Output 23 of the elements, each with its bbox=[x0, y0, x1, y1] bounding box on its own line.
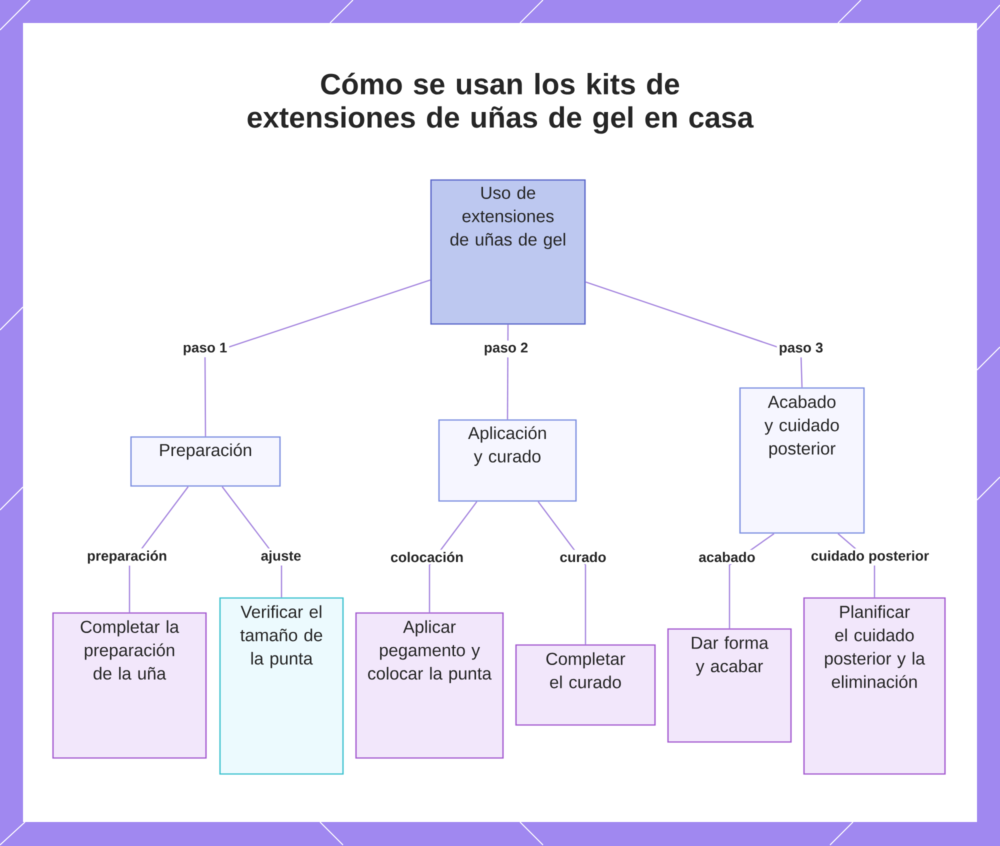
process-box: Aplicación y curado bbox=[438, 419, 577, 502]
edge-label: paso 1 bbox=[180, 340, 230, 358]
edge-label: paso 3 bbox=[776, 340, 826, 358]
process-box: Aplicar pegamento y colocar la punta bbox=[355, 612, 504, 759]
edge-label: cuidado posterior bbox=[808, 548, 932, 566]
edge-label: colocación bbox=[388, 550, 466, 564]
process-box: Planificar el cuidado posterior y la eliminación bbox=[803, 597, 946, 775]
connector-line bbox=[538, 501, 586, 644]
process-box: Verificar el tamaño de la punta bbox=[219, 597, 344, 775]
edge-label: ajuste bbox=[258, 548, 304, 566]
connector-line bbox=[585, 281, 803, 388]
edge-label: acabado bbox=[696, 550, 758, 564]
process-box: Uso de extensiones de uñas de gel bbox=[430, 179, 586, 325]
process-box: Acabado y cuidado posterior bbox=[739, 387, 865, 534]
title: Cómo se usan los kits de extensiones de uñas de gel en casa bbox=[248, 72, 754, 134]
process-box: Completar la preparación de la uña bbox=[52, 612, 207, 759]
edge-label: paso 2 bbox=[482, 340, 530, 358]
process-box: Completar el curado bbox=[515, 644, 656, 726]
edge-label: curado bbox=[558, 550, 608, 564]
connector-line bbox=[204, 279, 431, 436]
process-box: Dar forma y acabar bbox=[667, 628, 792, 743]
process-box: Preparación bbox=[130, 436, 281, 487]
edge-label: preparación bbox=[84, 548, 170, 566]
